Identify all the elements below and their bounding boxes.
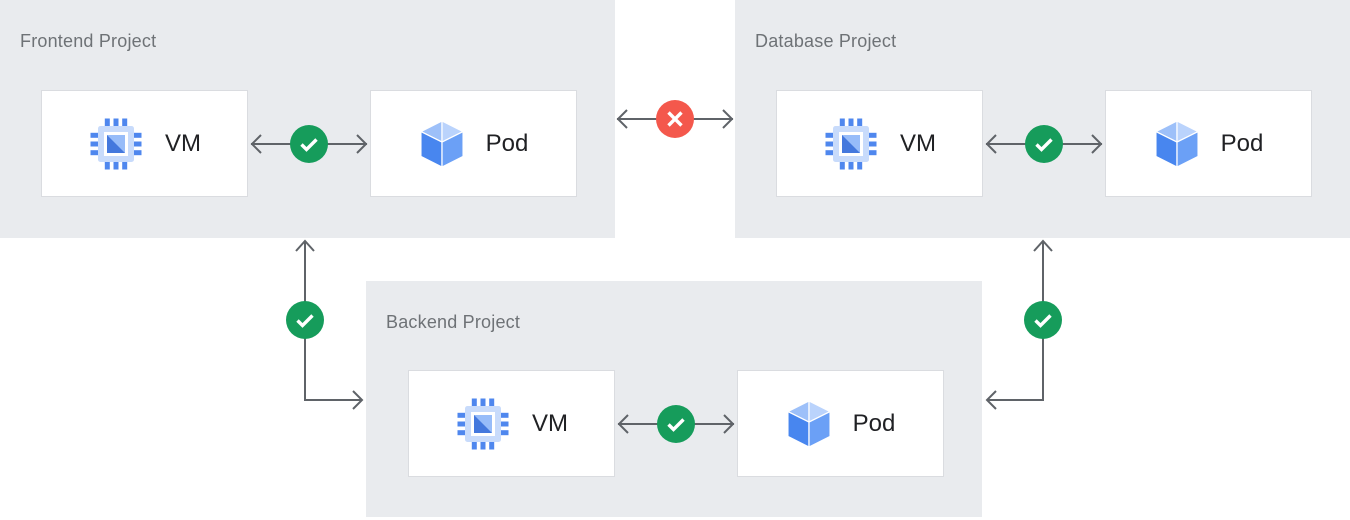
panel-frontend-project: Frontend Project VM	[0, 0, 615, 238]
project-title-database: Database Project	[755, 31, 897, 51]
check-icon	[296, 314, 314, 328]
vm-label: VM	[165, 129, 201, 157]
project-title-frontend: Frontend Project	[20, 31, 157, 51]
pod-cube-icon	[786, 399, 831, 448]
backend-database-link-allowed	[985, 239, 1062, 410]
frontend-pod-node: Pod	[370, 90, 577, 197]
check-icon	[1034, 314, 1052, 328]
pod-cube-icon	[419, 119, 464, 168]
vm-label: VM	[532, 409, 568, 437]
frontend-vm-node: VM	[41, 90, 248, 197]
panel-backend-project: Backend Project VM	[366, 281, 982, 517]
frontend-vm-pod-link-allowed	[250, 125, 368, 163]
database-vm-node: VM	[776, 90, 983, 197]
database-pod-node: Pod	[1105, 90, 1312, 197]
frontend-database-link-blocked	[616, 100, 734, 138]
panel-database-project: Database Project VM	[735, 0, 1350, 238]
check-icon	[300, 138, 318, 152]
x-icon	[667, 111, 683, 127]
backend-vm-pod-link-allowed	[617, 405, 735, 443]
backend-pod-node: Pod	[737, 370, 944, 477]
database-vm-pod-link-allowed	[985, 125, 1103, 163]
status-badge-allowed	[657, 405, 695, 443]
compute-vm-chip-icon	[825, 118, 877, 169]
project-title-backend: Backend Project	[386, 312, 521, 332]
compute-vm-chip-icon	[457, 398, 509, 449]
status-badge-allowed	[1024, 301, 1062, 339]
pod-cube-icon	[1154, 119, 1199, 168]
pod-label: Pod	[1220, 129, 1264, 157]
check-icon	[1035, 138, 1053, 152]
pod-label: Pod	[485, 129, 529, 157]
compute-vm-chip-icon	[90, 118, 142, 169]
status-badge-allowed	[1025, 125, 1063, 163]
status-badge-allowed	[286, 301, 324, 339]
vm-label: VM	[900, 129, 936, 157]
check-icon	[667, 418, 685, 432]
backend-frontend-link-allowed	[286, 239, 364, 410]
status-badge-allowed	[290, 125, 328, 163]
backend-vm-node: VM	[408, 370, 615, 477]
pod-label: Pod	[852, 409, 896, 437]
